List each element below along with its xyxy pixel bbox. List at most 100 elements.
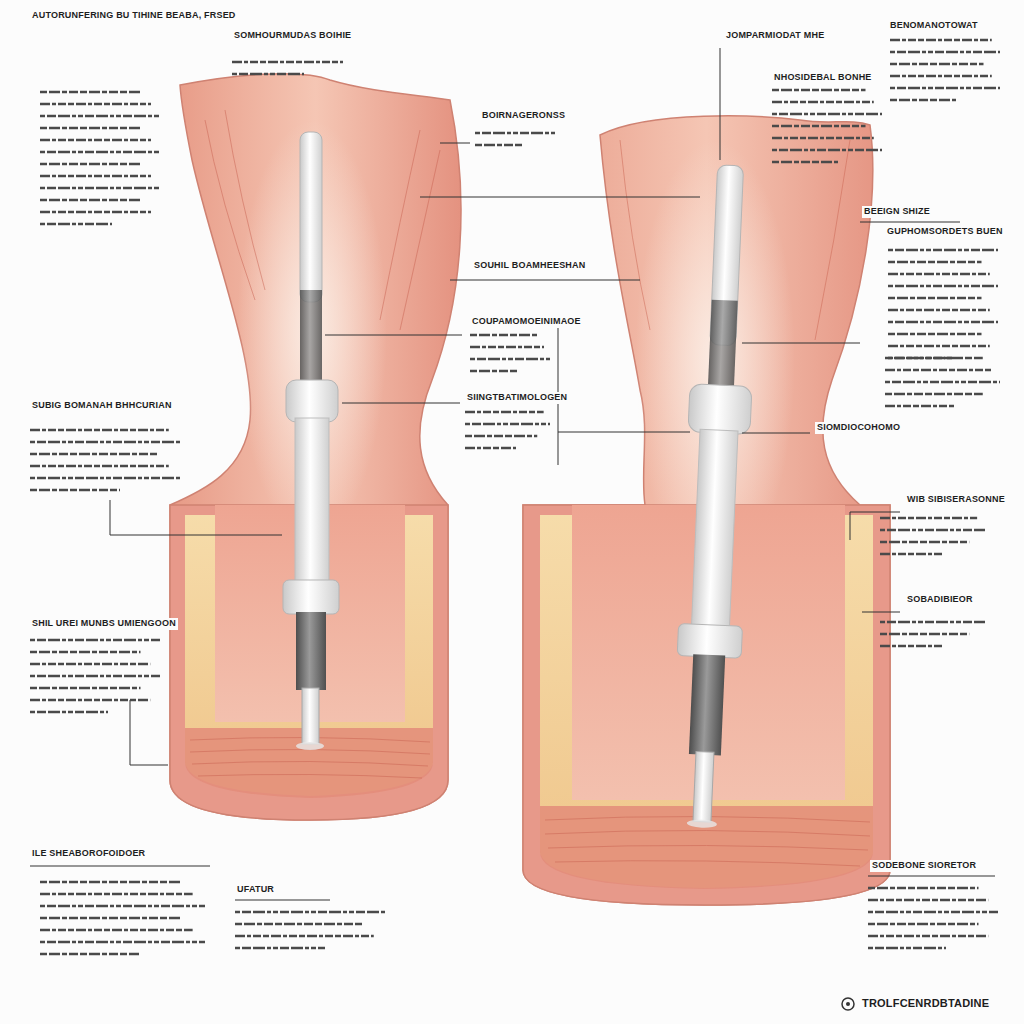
text-scribble — [232, 73, 304, 76]
text-scribble — [30, 441, 180, 444]
heading-label: GUPHOMSORDETS BUEN — [885, 226, 1005, 238]
text-scribble — [235, 935, 374, 938]
heading-label: UFATUR — [235, 884, 276, 896]
text-scribble — [888, 345, 990, 348]
text-scribble — [30, 687, 141, 690]
text-scribble — [890, 63, 984, 66]
text-scribble — [888, 321, 998, 324]
text-scribble — [40, 905, 205, 908]
text-scribble — [40, 893, 193, 896]
text-scribble — [235, 947, 325, 950]
text-scribble — [30, 675, 160, 678]
heading-label: ILE SHEABOROFOIDOER — [30, 848, 147, 860]
text-scribble — [40, 127, 142, 130]
text-scribble — [888, 333, 982, 336]
text-scribble — [470, 346, 544, 349]
text-scribble — [880, 645, 943, 648]
text-scribble — [40, 163, 142, 166]
text-scribble — [40, 929, 193, 932]
text-scribble — [40, 103, 151, 106]
text-scribble — [888, 309, 990, 312]
text-scribble — [888, 297, 982, 300]
text-scribble — [235, 923, 363, 926]
text-scribble — [880, 517, 977, 520]
heading-label: WIB SIBISERASONNE — [905, 494, 1007, 506]
text-scribble — [30, 453, 158, 456]
text-scribble — [470, 334, 538, 337]
text-scribble — [30, 489, 120, 492]
heading-label: NHOSIDEBAL BONHE — [772, 72, 874, 84]
text-scribble — [40, 151, 160, 154]
text-scribble — [885, 405, 954, 408]
tissue-left — [170, 74, 461, 820]
text-scribble — [868, 935, 988, 938]
text-scribble — [40, 953, 139, 956]
text-scribble — [868, 923, 979, 926]
text-scribble — [885, 393, 983, 396]
tissue-right — [523, 116, 890, 905]
text-scribble — [235, 911, 385, 914]
illegible-text — [30, 40, 1000, 954]
text-scribble — [772, 101, 874, 104]
text-scribble — [890, 87, 1000, 90]
text-scribble — [868, 911, 998, 914]
text-scribble — [888, 273, 990, 276]
heading-label: SIOMDIOCOHOMO — [815, 422, 902, 434]
text-scribble — [888, 285, 998, 288]
text-scribble — [890, 39, 992, 42]
text-scribble — [30, 465, 169, 468]
text-scribble — [40, 139, 151, 142]
text-scribble — [40, 881, 180, 884]
instrument-left — [283, 132, 339, 750]
text-scribble — [475, 132, 555, 135]
text-scribble — [880, 541, 969, 544]
heading-label: SOBADIBIEOR — [905, 594, 975, 606]
text-scribble — [880, 633, 969, 636]
text-scribble — [470, 358, 550, 361]
instrument-right — [670, 164, 763, 829]
heading-label: AUTORUNFERING BU TIHINE BEABA, FRSED — [30, 10, 238, 22]
text-scribble — [470, 370, 518, 373]
text-scribble — [772, 113, 882, 116]
text-scribble — [890, 51, 1000, 54]
text-scribble — [888, 249, 998, 252]
text-scribble — [40, 941, 205, 944]
text-scribble — [880, 553, 943, 556]
text-scribble — [30, 711, 108, 714]
text-scribble — [880, 621, 985, 624]
heading-label: SOMHOURMUDAS BOIHIE — [232, 30, 353, 42]
text-scribble — [465, 423, 550, 426]
text-scribble — [465, 411, 544, 414]
text-scribble — [30, 477, 180, 480]
watermark: TROLFCENRDBTADINE — [860, 996, 991, 1010]
text-scribble — [40, 223, 112, 226]
heading-label: SUBIG BOMANAH BHHCURIAN — [30, 400, 174, 412]
heading-label: BOIRNAGERONSS — [480, 110, 567, 122]
text-scribble — [465, 447, 516, 450]
heading-label: BEEIGN SHIZE — [862, 206, 932, 218]
text-scribble — [772, 137, 874, 140]
text-scribble — [465, 435, 537, 438]
text-scribble — [772, 89, 866, 92]
heading-label: SHIL UREI MUNBS UMIENGOON — [30, 618, 178, 630]
text-scribble — [40, 199, 142, 202]
text-scribble — [885, 369, 991, 372]
text-scribble — [888, 261, 982, 264]
text-scribble — [772, 149, 882, 152]
text-scribble — [880, 529, 985, 532]
text-scribble — [30, 429, 169, 432]
text-scribble — [30, 651, 141, 654]
heading-label: SODEBONE SIORETOR — [870, 860, 978, 872]
text-scribble — [40, 91, 142, 94]
text-scribble — [772, 161, 838, 164]
text-scribble — [232, 61, 343, 64]
text-scribble — [890, 99, 956, 102]
text-scribble — [30, 663, 150, 666]
heading-label: COUPAMOMOEINIMAOE — [470, 316, 583, 328]
text-scribble — [868, 947, 946, 950]
text-scribble — [868, 887, 979, 890]
text-scribble — [40, 175, 151, 178]
text-scribble — [890, 75, 992, 78]
text-scribble — [868, 899, 988, 902]
